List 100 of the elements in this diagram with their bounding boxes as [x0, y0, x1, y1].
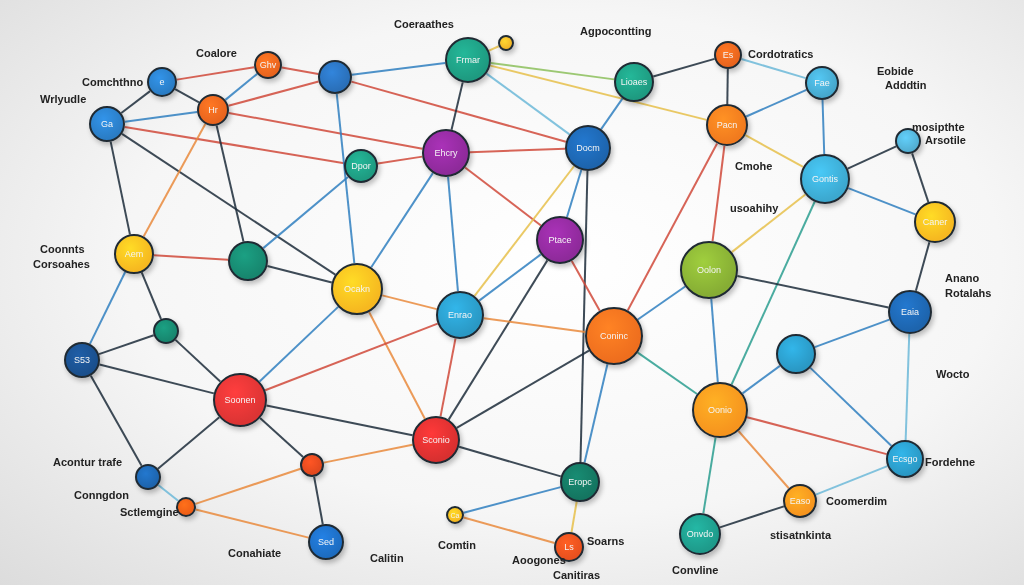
- circle-node: [197, 94, 229, 126]
- node-label: Ecsgo: [892, 454, 918, 464]
- node-label: Caner: [922, 217, 948, 227]
- node-label: Onvdo: [686, 529, 714, 539]
- connector-line: [350, 80, 567, 143]
- connector-line: [265, 404, 414, 437]
- connector-line: [89, 374, 143, 467]
- connector-line: [730, 193, 807, 254]
- circle-node: [213, 373, 267, 427]
- circle-node: [886, 440, 924, 478]
- node-label: Ptace: [548, 235, 572, 245]
- text-label: Eobide: [877, 66, 914, 77]
- connector-line: [350, 61, 447, 76]
- node-label: Coninc: [600, 331, 628, 341]
- text-label: Agpocontting: [580, 26, 652, 37]
- circle-node: [308, 524, 344, 560]
- circle-node: [147, 67, 177, 97]
- connector-line: [439, 337, 457, 418]
- connector-line: [626, 142, 719, 312]
- circle-node: [318, 60, 352, 94]
- circle-node: [714, 41, 742, 69]
- connector-line: [652, 57, 716, 78]
- node-label: Ga: [101, 119, 113, 129]
- circle-node: [585, 307, 643, 365]
- text-label: Wrlyudle: [40, 94, 87, 105]
- circle-node: [679, 513, 721, 555]
- connector-line: [258, 305, 340, 383]
- connector-line: [821, 99, 826, 155]
- connector-line: [488, 45, 500, 52]
- circle-node: [805, 66, 839, 100]
- text-label: stisatnkinta: [770, 530, 832, 541]
- text-label: Conngdon: [74, 490, 129, 501]
- connector-line: [266, 265, 333, 284]
- connector-line: [745, 88, 808, 118]
- circle-node: [89, 106, 125, 142]
- text-label: Rotalahs: [945, 288, 992, 299]
- connector-line: [478, 253, 542, 302]
- connector-line: [142, 123, 207, 238]
- connector-line: [473, 165, 575, 297]
- node-label: Ocakn: [344, 284, 370, 294]
- circle-node: [422, 129, 470, 177]
- connector-line: [710, 297, 719, 384]
- circle-node: [331, 263, 383, 315]
- connector-line: [194, 467, 302, 505]
- node-label: Es: [722, 50, 734, 60]
- connector-line: [109, 140, 131, 236]
- circle-node: [776, 334, 816, 374]
- node-label: Pacn: [716, 120, 738, 130]
- circle-node: [536, 216, 584, 264]
- connector-line: [744, 134, 805, 168]
- circle-node: [783, 484, 817, 518]
- text-label: Coalore: [196, 48, 237, 59]
- connector-line: [579, 170, 589, 463]
- connector-line: [462, 486, 562, 514]
- connector-line: [450, 81, 464, 131]
- connector-line: [740, 58, 807, 80]
- connector-line: [381, 294, 438, 311]
- connector-line: [464, 166, 542, 227]
- connector-line: [458, 445, 562, 478]
- circle-node: [614, 62, 654, 102]
- text-label: Adddtin: [885, 80, 927, 91]
- connector-line: [376, 155, 424, 165]
- circle-node: [914, 201, 956, 243]
- node-label: Eropc: [568, 477, 592, 487]
- connector-line: [370, 172, 434, 269]
- connector-line: [583, 363, 609, 464]
- circle-node: [228, 241, 268, 281]
- connector-line: [636, 285, 687, 321]
- connector-line: [489, 64, 708, 121]
- connector-line: [152, 254, 230, 261]
- connector-line: [224, 72, 259, 101]
- text-label: Cmohe: [735, 161, 773, 172]
- connector-line: [600, 97, 624, 131]
- circle-node: [560, 462, 600, 502]
- node-label: Gontis: [812, 174, 838, 184]
- connector-line: [813, 318, 891, 349]
- circle-node: [800, 154, 850, 204]
- connector-line: [259, 417, 305, 458]
- connector-line: [123, 111, 199, 123]
- node-label: Sconio: [422, 435, 450, 445]
- connector-line: [482, 317, 587, 334]
- connector-line: [846, 145, 898, 170]
- connector-line: [911, 152, 930, 204]
- connector-line: [809, 366, 893, 447]
- circle-node: [135, 464, 161, 490]
- text-label: Anano: [945, 273, 980, 284]
- connector-line: [730, 200, 816, 386]
- node-label: Oonio: [708, 405, 732, 415]
- connector-line: [264, 322, 439, 392]
- connector-line: [280, 66, 320, 75]
- connector-line: [570, 259, 601, 312]
- node-label: Docm: [576, 143, 600, 153]
- circle-node: [300, 453, 324, 477]
- circle-node: [344, 149, 378, 183]
- node-label: Ehcry: [434, 148, 458, 158]
- node-label: Enrao: [448, 310, 472, 320]
- circle-node: [445, 37, 491, 83]
- circle-node: [436, 291, 484, 339]
- connector-line: [156, 416, 221, 470]
- circle-node: [692, 382, 748, 438]
